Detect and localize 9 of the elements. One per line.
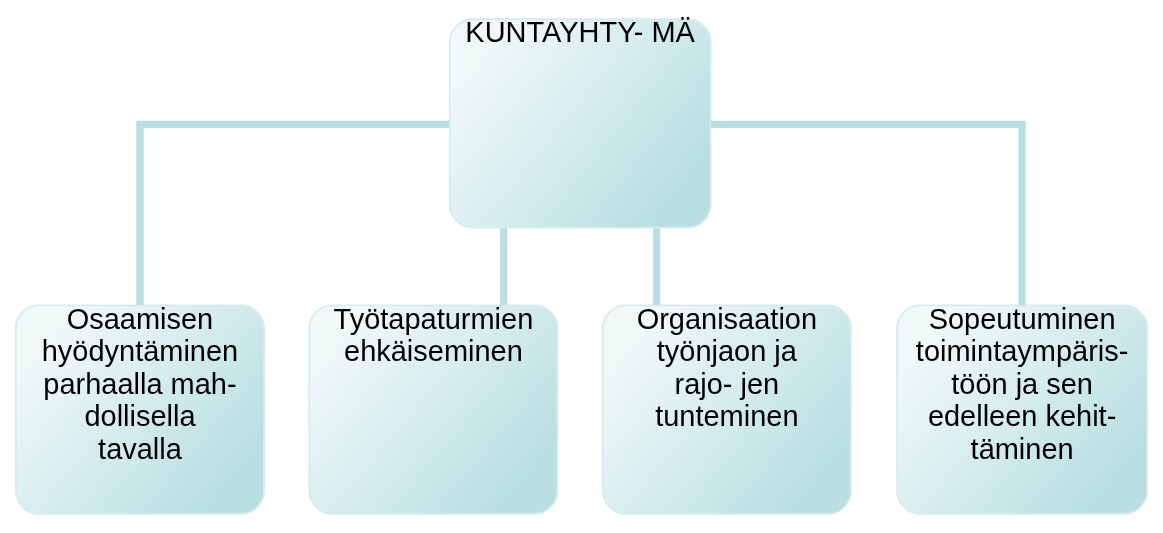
node-box: Työtapaturmien ehkäiseminen [308,304,559,515]
node-box: KUNTAYHTY- MÄ [448,18,712,229]
connector [500,228,508,306]
connector [136,120,450,305]
node-box: Sopeutuminen toimintaympäris- töön ja sen edelleen kehit- täminen [896,304,1148,515]
connector [710,120,1026,305]
connector [653,228,661,306]
node-box: Osaamisen hyödyntäminen parhaalla mah- dollisella tavalla [15,304,265,515]
node-box: Organisaation työnjaon ja rajo- jen tunteminen [601,304,852,515]
